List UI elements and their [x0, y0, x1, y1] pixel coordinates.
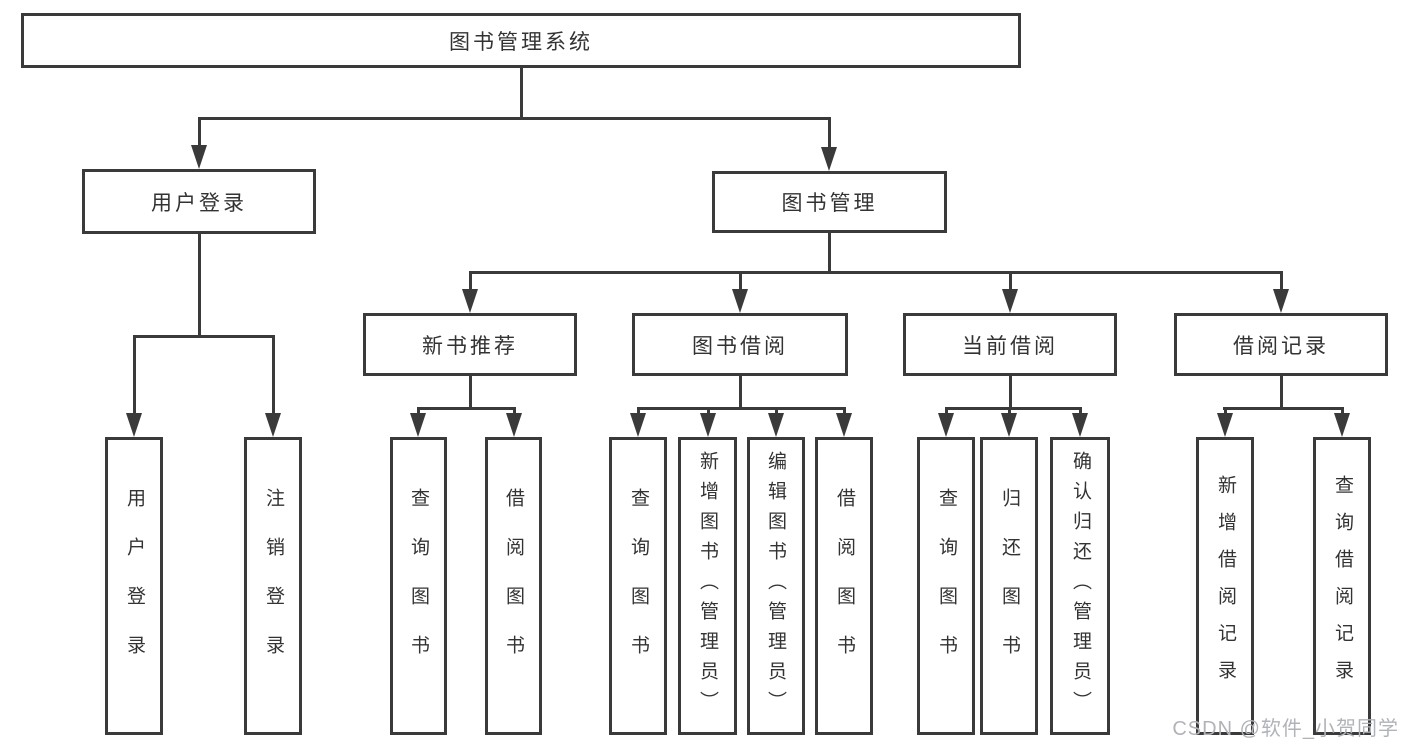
connector-line [1222, 407, 1344, 410]
node-root-system: 图书管理系统 [21, 13, 1021, 68]
arrow-down-icon [630, 410, 646, 437]
leaf-query-borrow-record: 查询借阅记录 [1313, 437, 1371, 735]
connector-line [132, 335, 275, 338]
arrow-down-icon [462, 274, 478, 313]
leaf-borrow-books: 借阅图书 [815, 437, 873, 735]
leaf-edit-books-admin: 编辑图书（管理员） [747, 437, 805, 735]
node-book-borrow: 图书借阅 [632, 313, 848, 376]
arrow-down-icon [1001, 410, 1017, 437]
leaf-query-books-borrow: 查询图书 [609, 437, 667, 735]
node-borrow-records: 借阅记录 [1174, 313, 1388, 376]
connector-line [738, 374, 742, 410]
arrow-down-icon [506, 410, 522, 437]
connector-line [468, 374, 472, 410]
connector-line [197, 117, 831, 120]
connector-line [197, 232, 201, 338]
arrow-down-icon [265, 338, 281, 437]
leaf-query-books-recommend: 查询图书 [390, 437, 447, 735]
leaf-borrow-books-recommend: 借阅图书 [485, 437, 542, 735]
leaf-add-borrow-record: 新增借阅记录 [1196, 437, 1254, 735]
connector-line [827, 233, 831, 274]
leaf-return-books: 归还图书 [980, 437, 1038, 735]
connector-line [468, 271, 1283, 274]
connector-line [1279, 374, 1283, 410]
arrow-down-icon [836, 410, 852, 437]
connector-line [1008, 374, 1012, 410]
arrow-down-icon [821, 120, 837, 171]
arrow-down-icon [126, 338, 142, 437]
leaf-query-books-current: 查询图书 [917, 437, 975, 735]
connector-line [944, 407, 1082, 410]
arrow-down-icon [732, 274, 748, 313]
leaf-logout: 注销登录 [244, 437, 302, 735]
node-current-borrow: 当前借阅 [903, 313, 1117, 376]
arrow-down-icon [1002, 274, 1018, 313]
arrow-down-icon [191, 120, 207, 169]
leaf-user-login: 用户登录 [105, 437, 163, 735]
arrow-down-icon [700, 410, 716, 437]
node-book-management: 图书管理 [712, 171, 947, 233]
node-user-login: 用户登录 [82, 169, 316, 234]
connector-line [519, 65, 523, 120]
arrow-down-icon [410, 410, 426, 437]
arrow-down-icon [1217, 410, 1233, 437]
arrow-down-icon [1273, 274, 1289, 313]
node-new-book-recommend: 新书推荐 [363, 313, 577, 376]
leaf-confirm-return-admin: 确认归还（管理员） [1050, 437, 1110, 735]
leaf-add-books-admin: 新增图书（管理员） [678, 437, 737, 735]
arrow-down-icon [768, 410, 784, 437]
arrow-down-icon [1072, 410, 1088, 437]
connector-line [416, 407, 516, 410]
connector-line [636, 407, 846, 410]
csdn-watermark: CSDN @软件_小贺同学 [1172, 718, 1399, 740]
arrow-down-icon [1334, 410, 1350, 437]
arrow-down-icon [938, 410, 954, 437]
